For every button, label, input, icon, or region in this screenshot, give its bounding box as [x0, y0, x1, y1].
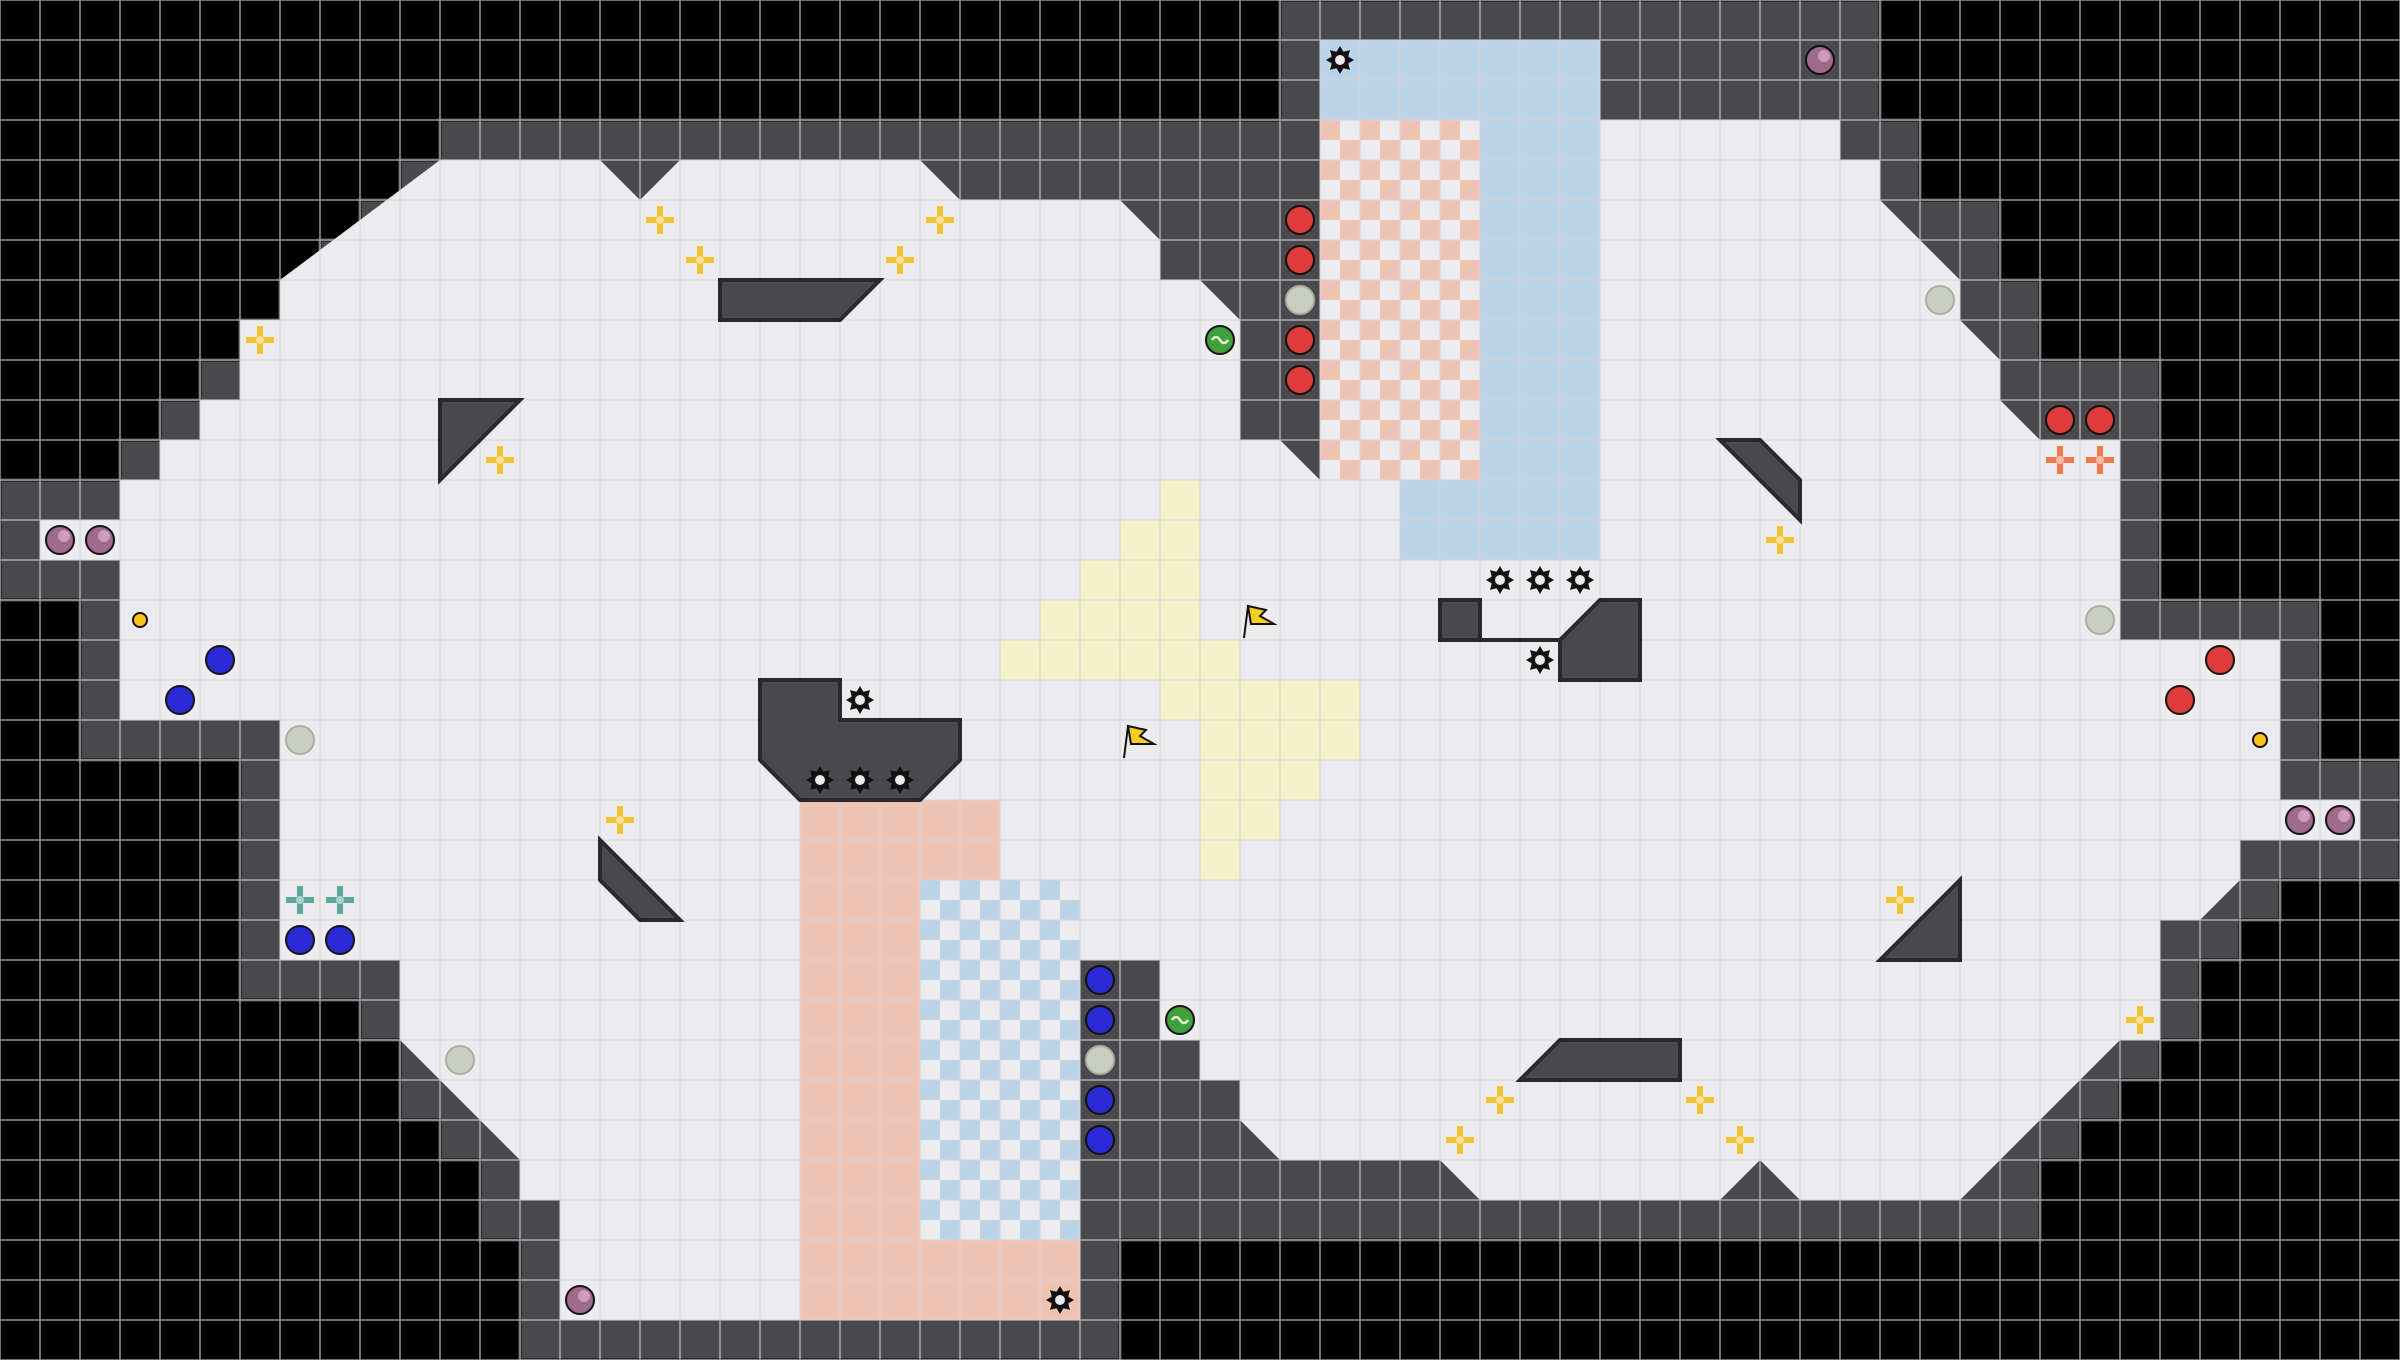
inner-walls: [438, 278, 1962, 1082]
blue-zone: [1320, 40, 1600, 120]
red-ball: [1285, 205, 1315, 235]
red-zone: [920, 800, 1000, 880]
blue-ball: [1085, 1005, 1115, 1035]
boost-icon: [686, 246, 714, 274]
wall-segment: [718, 278, 885, 322]
powerup-icon: [2285, 805, 2315, 835]
boost-icon: [1686, 1086, 1714, 1114]
boost-icon: [1766, 526, 1794, 554]
gate-icon: [445, 1045, 475, 1075]
powerup-icon: [1805, 45, 1835, 75]
gate-icon: [285, 725, 315, 755]
bomb-icon: [1205, 325, 1235, 355]
blue-ball: [285, 925, 315, 955]
wall-segment: [1875, 875, 1962, 962]
red-ball: [1285, 365, 1315, 395]
blue-checker-zone: [920, 880, 1080, 1240]
blue-ball: [1085, 965, 1115, 995]
boost-icon: [1486, 1086, 1514, 1114]
powerup-icon: [565, 1285, 595, 1315]
boost-icon: [926, 206, 954, 234]
bomb-icon: [1165, 1005, 1195, 1035]
spike-icon: [846, 686, 874, 714]
spike-icon: [1526, 646, 1554, 674]
button-icon: [132, 612, 148, 628]
spike-icon: [806, 766, 834, 794]
red-ball: [2045, 405, 2075, 435]
powerup-icon: [2325, 805, 2355, 835]
red-ball: [2165, 685, 2195, 715]
boost-icon: [646, 206, 674, 234]
red-team-boost-icon: [2046, 446, 2074, 474]
blue-ball: [325, 925, 355, 955]
gate-icon: [1085, 1045, 1115, 1075]
gate-icon: [1285, 285, 1315, 315]
spike-icon: [1046, 1286, 1074, 1314]
blue-ball: [165, 685, 195, 715]
spike-icon: [1526, 566, 1554, 594]
spike-icon: [1326, 46, 1354, 74]
wall-segment: [598, 835, 685, 922]
spike-icon: [886, 766, 914, 794]
red-ball: [1285, 245, 1315, 275]
boost-icon: [1726, 1126, 1754, 1154]
boost-icon: [486, 446, 514, 474]
wall-segment: [1715, 438, 1802, 525]
boost-icon: [2126, 1006, 2154, 1034]
yellow-flag: [1123, 724, 1158, 759]
boost-icon: [246, 326, 274, 354]
boost-icon: [886, 246, 914, 274]
powerup-icon: [85, 525, 115, 555]
wall-segment: [438, 398, 525, 485]
spike-icon: [1486, 566, 1514, 594]
gate-icon: [2085, 605, 2115, 635]
powerup-icon: [45, 525, 75, 555]
boost-icon: [606, 806, 634, 834]
button-icon: [2252, 732, 2268, 748]
red-zone: [800, 800, 920, 1320]
red-ball: [2085, 405, 2115, 435]
boost-icon: [1446, 1126, 1474, 1154]
red-team-boost-icon: [2086, 446, 2114, 474]
wall-segment: [758, 678, 962, 802]
wall-segment: [1438, 598, 1642, 682]
gate-icon: [1925, 285, 1955, 315]
wall-segment: [1515, 1038, 1682, 1082]
blue-zone: [1400, 480, 1600, 560]
yellow-flag: [1243, 604, 1278, 639]
blue-ball: [205, 645, 235, 675]
blue-team-boost-icon: [286, 886, 314, 914]
red-ball: [1285, 325, 1315, 355]
spike-icon: [1566, 566, 1594, 594]
blue-ball: [1085, 1085, 1115, 1115]
red-ball: [2205, 645, 2235, 675]
spike-icon: [846, 766, 874, 794]
red-checker-zone: [1400, 120, 1480, 480]
blue-team-boost-icon: [326, 886, 354, 914]
blue-ball: [1085, 1125, 1115, 1155]
boost-icon: [1886, 886, 1914, 914]
